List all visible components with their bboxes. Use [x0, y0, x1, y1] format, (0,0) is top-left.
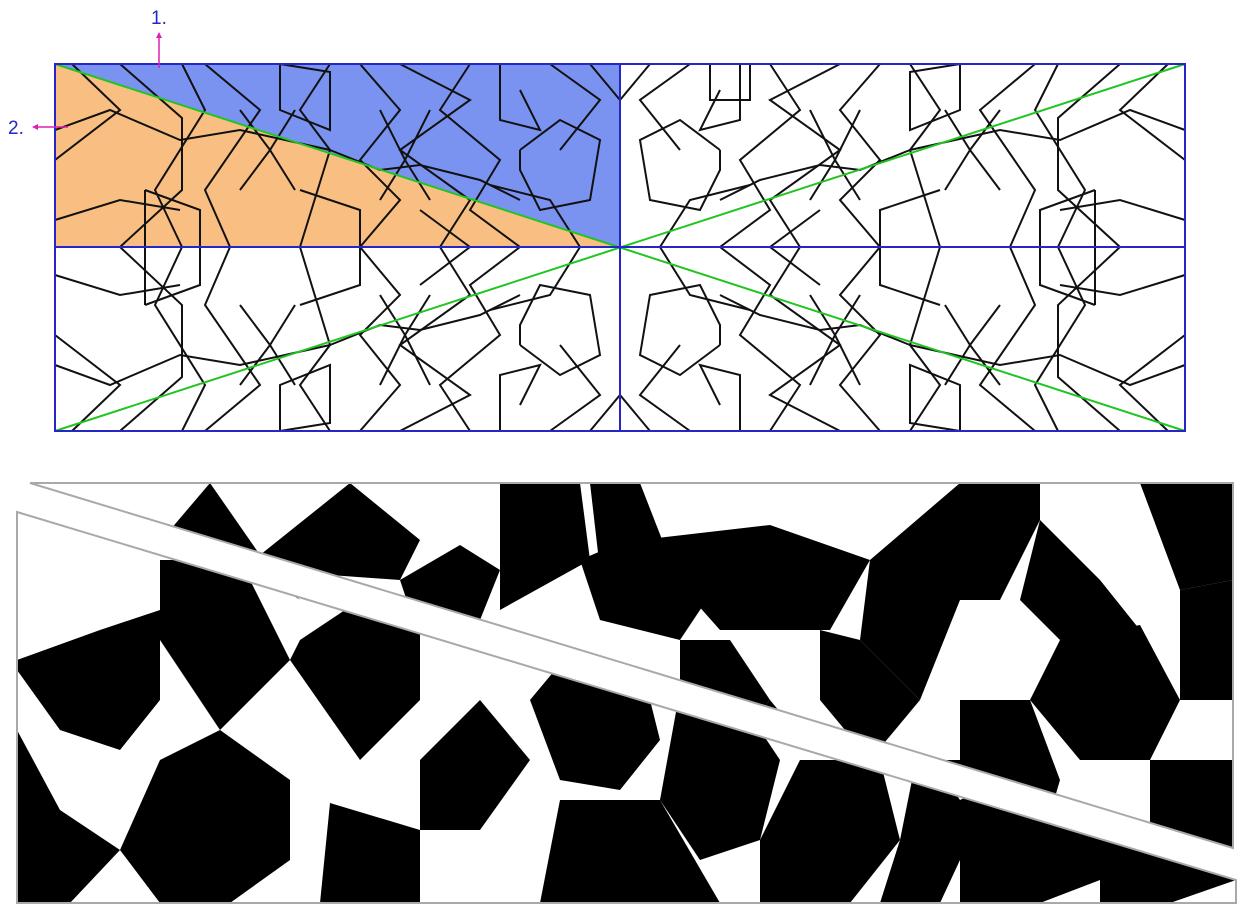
- label-1: 1.: [151, 8, 167, 29]
- filled-pattern-panel: [17, 483, 1236, 903]
- label-2: 2.: [8, 118, 24, 139]
- top-line-diagram: 1. 2.: [8, 8, 1185, 431]
- annotation-1: 1.: [151, 8, 167, 68]
